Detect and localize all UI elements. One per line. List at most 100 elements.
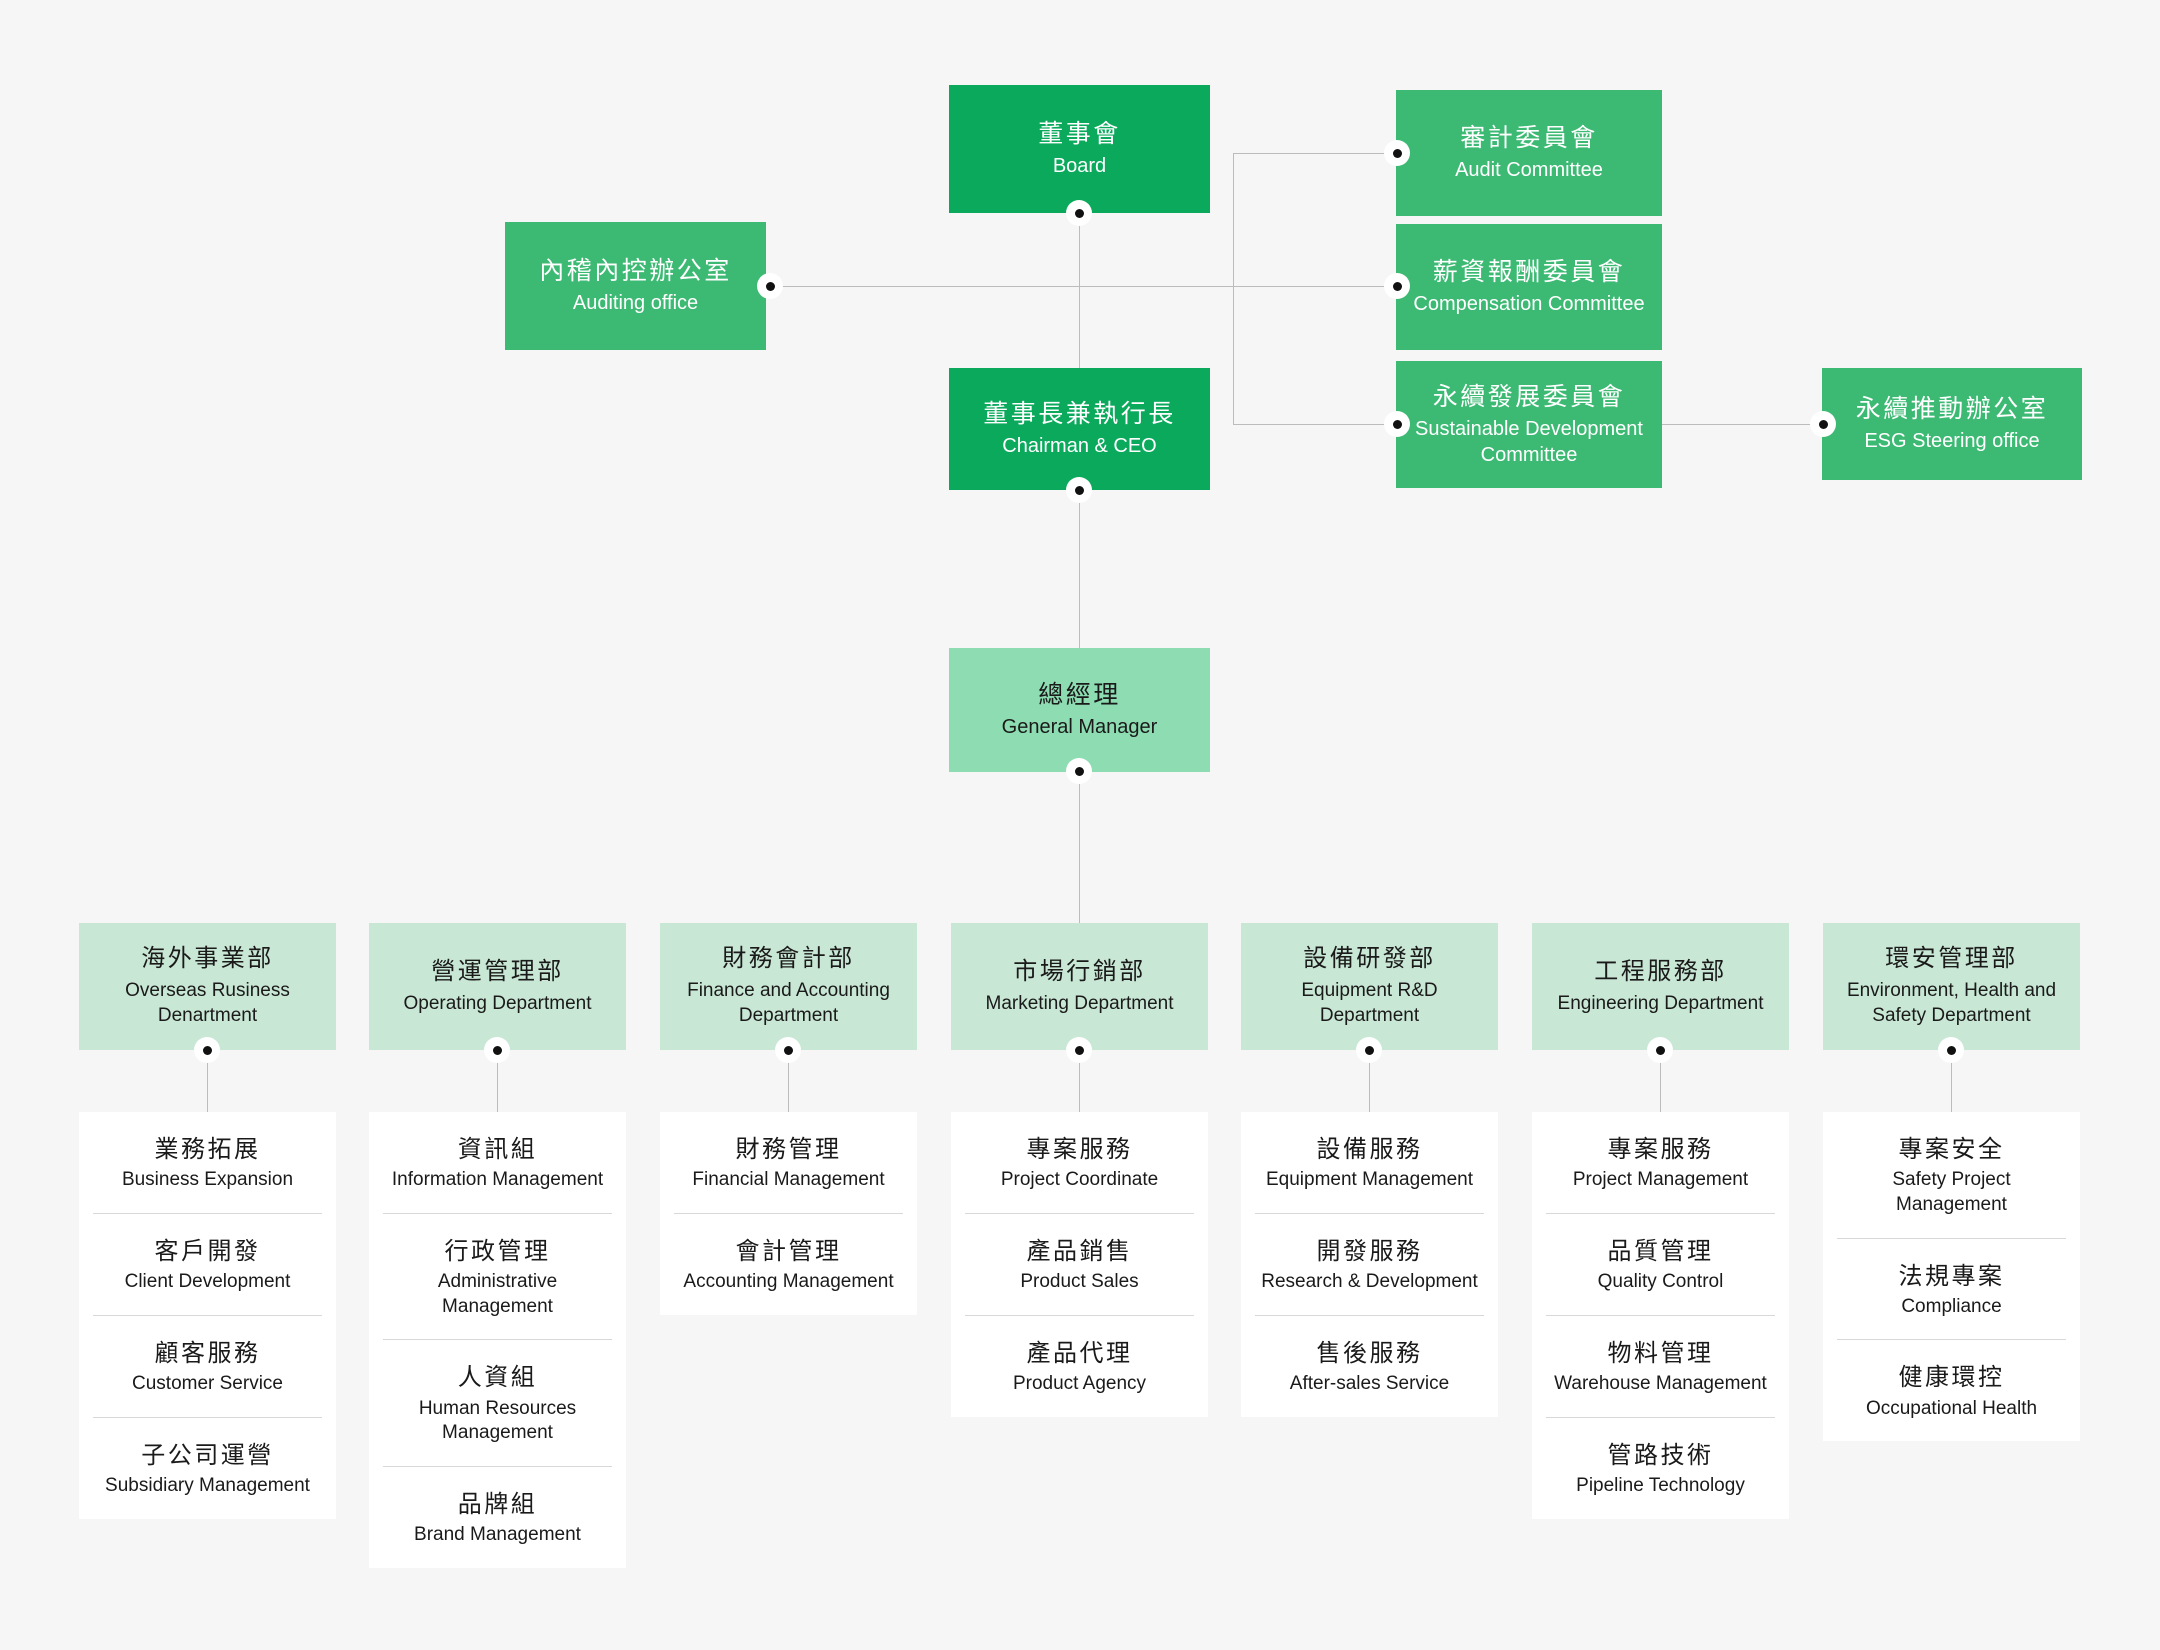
- sub-item-zh: 管路技術: [1607, 1441, 1714, 1469]
- dot-chairman-ceo-bottom: [1066, 477, 1092, 503]
- connector-bus-to-audit-committee: [1233, 153, 1397, 154]
- dept-head-6-en: Environment, Health and Safety Departmen…: [1846, 980, 2057, 1026]
- sub-item-en: Information Management: [391, 1169, 604, 1191]
- node-board-en: Board: [1052, 155, 1107, 178]
- sub-item-zh: 產品代理: [1026, 1339, 1133, 1367]
- node-auditing-office[interactable]: 內稽內控辦公室 Auditing office: [505, 222, 766, 350]
- sub-item[interactable]: 產品代理 Product Agency: [965, 1314, 1194, 1417]
- sub-item-zh: 法規專案: [1898, 1262, 2005, 1290]
- sub-item[interactable]: 客戶開發 Client Development: [93, 1212, 322, 1315]
- node-general-manager-en: General Manager: [1001, 716, 1158, 739]
- dept-head-3-zh: 市場行銷部: [1013, 957, 1146, 985]
- connector-dept-stem-6: [1660, 1050, 1661, 1112]
- connector-dept-stem-4: [1079, 1050, 1080, 1112]
- node-compensation-committee-en: Compensation Committee: [1413, 293, 1645, 316]
- sub-item-zh: 健康環控: [1898, 1364, 2005, 1392]
- node-sustainable-development-committee[interactable]: 永續發展委員會 Sustainable Development Committe…: [1396, 361, 1662, 488]
- dept-head-1-en: Operating Department: [403, 992, 592, 1014]
- sub-item-en: Occupational Health: [1865, 1397, 2038, 1419]
- node-compensation-committee[interactable]: 薪資報酬委員會 Compensation Committee: [1396, 224, 1662, 350]
- dept-head-5-zh: 工程服務部: [1594, 957, 1727, 985]
- dot-dept-head-3-bottom: [1066, 1037, 1092, 1063]
- dept-head-0-en: Overseas Rusiness Denartment: [125, 980, 290, 1026]
- node-compensation-committee-zh: 薪資報酬委員會: [1432, 258, 1626, 287]
- node-auditing-office-en: Auditing office: [572, 292, 699, 315]
- dept-head-5-en: Engineering Department: [1557, 992, 1764, 1014]
- node-general-manager[interactable]: 總經理 General Manager: [949, 648, 1210, 772]
- node-auditing-office-zh: 內稽內控辦公室: [539, 257, 732, 286]
- dot-dept-head-0-bottom: [194, 1037, 220, 1063]
- sub-item-en: After-sales Service: [1289, 1372, 1450, 1394]
- sub-item-zh: 資訊組: [457, 1136, 538, 1163]
- dept-head-0-zh: 海外事業部: [141, 945, 274, 973]
- dept-head-0[interactable]: 海外事業部 Overseas Rusiness Denartment: [79, 923, 336, 1050]
- sub-item-en: Safety Project Management: [1892, 1169, 2011, 1215]
- sub-item[interactable]: 專案安全 Safety Project Management: [1837, 1112, 2066, 1238]
- dept-head-3[interactable]: 市場行銷部 Marketing Department: [951, 923, 1208, 1050]
- node-chairman-ceo[interactable]: 董事長兼執行長 Chairman & CEO: [949, 368, 1210, 490]
- dot-compensation-committee-left: [1384, 273, 1410, 299]
- sub-item-zh: 行政管理: [444, 1237, 551, 1265]
- sub-item-en: Business Expansion: [121, 1169, 294, 1191]
- node-audit-committee[interactable]: 審計委員會 Audit Committee: [1396, 90, 1662, 216]
- node-esg-steering-office[interactable]: 永續推動辦公室 ESG Steering office: [1822, 368, 2082, 480]
- dept-head-2[interactable]: 財務會計部 Finance and Accounting Department: [660, 923, 917, 1050]
- node-esg-steering-office-en: ESG Steering office: [1864, 430, 2040, 453]
- dept-head-5[interactable]: 工程服務部 Engineering Department: [1532, 923, 1789, 1050]
- sub-item-en: Product Agency: [1012, 1372, 1147, 1394]
- dept-head-6[interactable]: 環安管理部 Environment, Health and Safety Dep…: [1823, 923, 2080, 1050]
- node-general-manager-zh: 總經理: [1038, 681, 1121, 710]
- connector-sdc-to-esg-office: [1662, 424, 1822, 425]
- connector-bus-to-sustainable-committee: [1233, 424, 1397, 425]
- sub-item-zh: 子公司運營: [141, 1441, 274, 1469]
- sub-item-en: Equipment Management: [1265, 1169, 1473, 1191]
- node-board[interactable]: 董事會 Board: [949, 85, 1210, 213]
- sub-item-zh: 品質管理: [1607, 1237, 1714, 1265]
- dot-dept-head-6-bottom: [1938, 1037, 1964, 1063]
- dot-dept-head-4-bottom: [1356, 1037, 1382, 1063]
- connector-chairman-to-gm: [1079, 488, 1080, 650]
- sub-item-en: Customer Service: [132, 1372, 283, 1394]
- sub-item[interactable]: 業務拓展 Business Expansion: [93, 1112, 322, 1213]
- node-audit-committee-en: Audit Committee: [1455, 159, 1603, 182]
- sub-item-en: Accounting Management: [683, 1271, 894, 1293]
- sub-item-en: Client Development: [124, 1271, 291, 1293]
- sub-item-zh: 專案安全: [1898, 1136, 2005, 1163]
- dot-sustainable-committee-left: [1384, 411, 1410, 437]
- connector-dept-stem-3: [788, 1050, 789, 1112]
- sub-item-zh: 業務拓展: [154, 1136, 261, 1163]
- connector-committee-bus: [1233, 153, 1234, 424]
- sub-item-zh: 產品銷售: [1026, 1237, 1133, 1265]
- dept-head-1[interactable]: 營運管理部 Operating Department: [369, 923, 626, 1050]
- sub-item-zh: 客戶開發: [154, 1237, 261, 1265]
- dept-head-4[interactable]: 設備研發部 Equipment R&D Department: [1241, 923, 1498, 1050]
- node-sustainable-development-committee-en: Sustainable Development Committee: [1415, 417, 1643, 466]
- sub-item[interactable]: 健康環控 Occupational Health: [1837, 1339, 2066, 1441]
- node-sustainable-development-committee-zh: 永續發展委員會: [1432, 382, 1626, 411]
- connector-bus-to-compensation-committee: [1233, 286, 1397, 287]
- dot-esg-steering-office-left: [1810, 411, 1836, 437]
- sub-item[interactable]: 資訊組 Information Management: [383, 1112, 612, 1213]
- connector-dept-stem-1: [207, 1050, 208, 1112]
